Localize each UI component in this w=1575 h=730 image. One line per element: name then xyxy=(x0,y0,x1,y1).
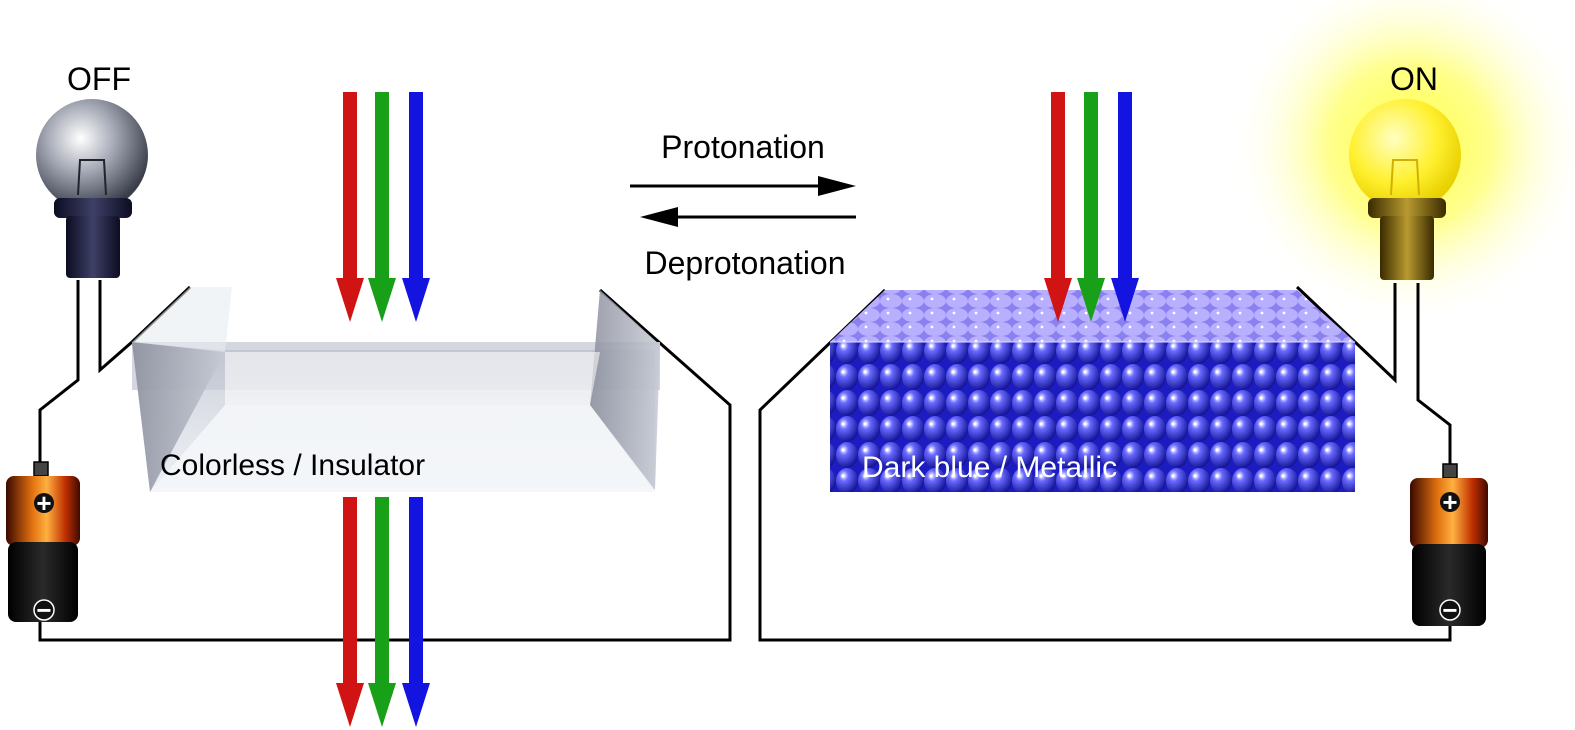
battery-minus-left: − xyxy=(36,595,51,625)
battery-plus-right: + xyxy=(1442,487,1457,517)
colorless-insulator-label: Colorless / Insulator xyxy=(160,449,425,482)
incident-light-left-blue-arrow-icon xyxy=(402,92,430,322)
right-circuit-wires xyxy=(758,283,1452,642)
battery-icon-right xyxy=(1410,463,1488,626)
protonation-label: Protonation xyxy=(661,129,825,165)
deprotonation-label: Deprotonation xyxy=(644,245,845,281)
metallic-film-cell xyxy=(830,290,1355,492)
light-bulb-on-icon xyxy=(1349,99,1461,280)
transition-arrows xyxy=(630,176,856,227)
on-label: ON xyxy=(1390,61,1438,97)
incident-light-left-red-arrow-icon xyxy=(336,92,364,322)
reverse-arrowhead xyxy=(640,207,678,227)
incident-light-right-red-arrow-icon xyxy=(1044,92,1072,322)
incident-light-left-green-arrow-icon xyxy=(368,92,396,322)
transmitted-light-left-red-arrow-icon xyxy=(336,497,364,727)
light-arrows xyxy=(336,92,1139,727)
off-label: OFF xyxy=(67,61,131,97)
incident-light-right-blue-arrow-icon xyxy=(1111,92,1139,322)
transmitted-light-left-blue-arrow-icon xyxy=(402,497,430,727)
light-bulb-off-icon xyxy=(36,99,148,278)
battery-icon-left xyxy=(6,461,80,622)
battery-plus-left: + xyxy=(36,488,51,518)
dark-blue-metallic-label: Dark blue / Metallic xyxy=(862,451,1117,484)
incident-light-right-green-arrow-icon xyxy=(1077,92,1105,322)
transmitted-light-left-green-arrow-icon xyxy=(368,497,396,727)
battery-minus-right: − xyxy=(1442,595,1457,625)
colorless-film-cell xyxy=(132,287,660,492)
forward-arrowhead xyxy=(818,176,856,196)
